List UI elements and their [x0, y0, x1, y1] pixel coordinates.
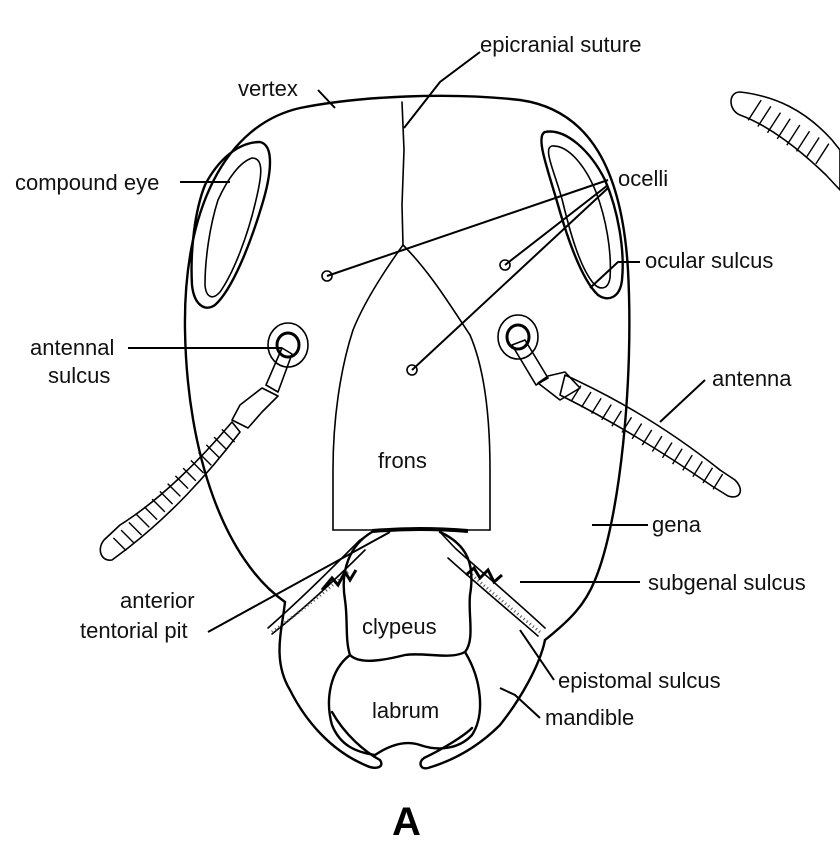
leader-epicranial-suture: [404, 52, 480, 128]
label-antennal-sulcus-line1: antennal: [30, 335, 114, 360]
antenna-segment-ring: [581, 392, 591, 407]
subgenal-ridge-right-inner: [448, 558, 538, 636]
antenna-segment-ring: [183, 468, 196, 481]
label-subgenal-sulcus: subgenal sulcus: [648, 570, 806, 595]
antenna-fragment: [731, 92, 840, 190]
antennal-socket-left: [268, 323, 308, 367]
label-anterior-tentorial-pit-line2: tentorial pit: [80, 618, 188, 643]
label-ocelli: ocelli: [618, 166, 668, 191]
compound-eye-left: [192, 142, 270, 308]
frontal-suture-left: [333, 245, 403, 530]
antenna-segment-ring: [214, 437, 227, 450]
antenna-segment-ring: [137, 515, 150, 528]
frontal-suture-right: [403, 245, 490, 530]
antenna-segment-ring: [787, 125, 800, 145]
label-vertex: vertex: [238, 76, 298, 101]
antenna-segment-ring: [713, 474, 723, 489]
antenna-segment-ring: [592, 398, 602, 413]
antenna-segment-ring: [683, 455, 693, 470]
subgenal-ridge-left-inner: [272, 550, 365, 634]
label-ocular-sulcus: ocular sulcus: [645, 248, 773, 273]
label-antenna: antenna: [712, 366, 792, 391]
antenna-segment-ring: [222, 429, 235, 442]
leader-antenna: [660, 380, 705, 422]
label-labrum: labrum: [372, 698, 439, 723]
antenna-segment-ring: [806, 137, 819, 157]
antenna-segment-ring: [703, 468, 713, 483]
label-epicranial-suture: epicranial suture: [480, 32, 641, 57]
leader-ocular-sulcus: [590, 262, 640, 288]
label-clypeus: clypeus: [362, 614, 437, 639]
antenna-segment-ring: [206, 445, 219, 458]
label-anterior-tentorial-pit-line1: anterior: [120, 588, 195, 613]
epicranial-suture-line: [402, 102, 404, 245]
antenna-segment-ring: [160, 491, 173, 504]
antenna-segment-ring: [777, 119, 790, 139]
label-frons: frons: [378, 448, 427, 473]
antenna-segment-ring: [797, 131, 810, 151]
figure-label: A: [392, 800, 421, 844]
antenna-segment-ring: [168, 484, 181, 497]
antenna-segment-ring: [602, 405, 612, 420]
label-compound-eye: compound eye: [15, 170, 159, 195]
antenna-segment-ring: [693, 461, 703, 476]
antenna-segment-ring: [758, 106, 771, 126]
frons-dark-band: [372, 529, 468, 531]
antenna-segment-ring: [152, 499, 165, 512]
antenna-segment-ring: [748, 100, 761, 120]
antenna-segment-ring: [113, 538, 126, 551]
antenna-segment-ring: [612, 411, 622, 426]
antenna-segment-ring: [129, 522, 142, 535]
stipple-right: [472, 575, 540, 632]
antenna-segment-ring: [768, 113, 781, 133]
label-epistomal-sulcus: epistomal sulcus: [558, 668, 721, 693]
antenna-segment-ring: [622, 417, 632, 432]
antenna-segment-ring: [571, 386, 581, 401]
antenna-left: [100, 348, 292, 560]
antenna-segment-ring: [121, 530, 134, 543]
antenna-segment-ring: [175, 476, 188, 489]
label-antennal-sulcus-line2: sulcus: [48, 363, 110, 388]
label-mandible: mandible: [545, 705, 634, 730]
antenna-segment-ring: [816, 144, 829, 164]
leader-mandible: [500, 688, 540, 718]
label-gena: gena: [652, 512, 702, 537]
antenna-segment-ring: [144, 507, 157, 520]
compound-eye-right: [541, 132, 622, 299]
